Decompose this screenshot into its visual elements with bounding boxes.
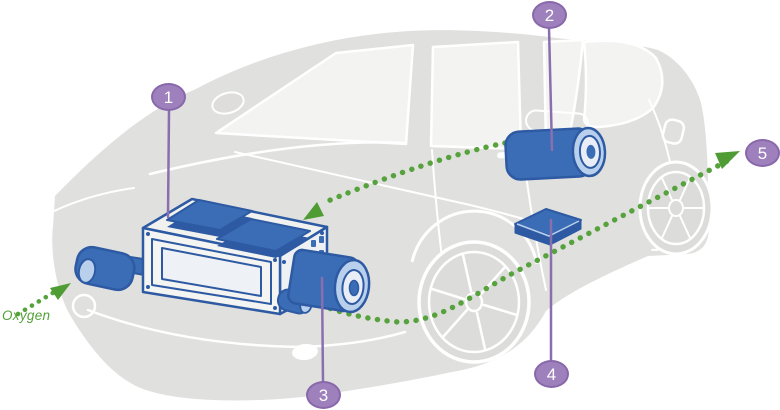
hydrogen-flow-path <box>320 140 508 206</box>
callout-1-number: 1 <box>163 87 174 107</box>
oxygen-intake-arrowhead <box>50 283 71 300</box>
callout-5-output: 5 <box>745 139 780 167</box>
side-mirror <box>211 91 245 115</box>
callout-3-motor: 3 <box>306 381 341 409</box>
callout-2-hydrogen-tank: 2 <box>532 1 567 29</box>
callout-4-battery: 4 <box>534 360 569 388</box>
front-bumper-skirt-line <box>86 308 407 349</box>
oxygen-annotation: Oxygen <box>2 308 51 323</box>
stack-front-panel <box>161 247 262 297</box>
headlight-line <box>51 187 135 213</box>
callout-1-fuel-cell-stack: 1 <box>151 83 186 111</box>
car-silhouette <box>51 30 714 401</box>
rear-wheel <box>638 160 714 256</box>
callout-5-number: 5 <box>757 143 768 163</box>
oxygen-intake-path <box>15 288 59 317</box>
output-flow-arrowhead <box>715 151 740 169</box>
callout-2-stem <box>547 26 554 152</box>
fog-lamp-right <box>292 343 318 361</box>
callout-3-stem <box>320 276 325 384</box>
front-wheel-arch <box>410 209 539 265</box>
rear-quarter-window <box>582 39 664 129</box>
callout-1-stem <box>166 108 171 219</box>
hydrogen-tank <box>504 126 607 181</box>
callout-3-number: 3 <box>318 385 329 405</box>
hydrogen-flow-arrowhead <box>303 202 324 220</box>
callout-2-number: 2 <box>544 5 555 25</box>
fog-lamp-left <box>71 293 97 319</box>
stack-top-slab-right <box>216 218 311 258</box>
stack-front-frame <box>151 238 272 305</box>
callout-4-number: 4 <box>546 364 557 384</box>
stack-top-slab-left <box>166 199 253 237</box>
hood-crease-line <box>148 141 407 176</box>
windshield <box>214 43 415 146</box>
front-side-window <box>429 40 523 151</box>
taillight <box>661 118 686 145</box>
components <box>74 126 607 316</box>
fuel-cell-stack <box>141 197 329 316</box>
callout-stems <box>166 26 554 384</box>
